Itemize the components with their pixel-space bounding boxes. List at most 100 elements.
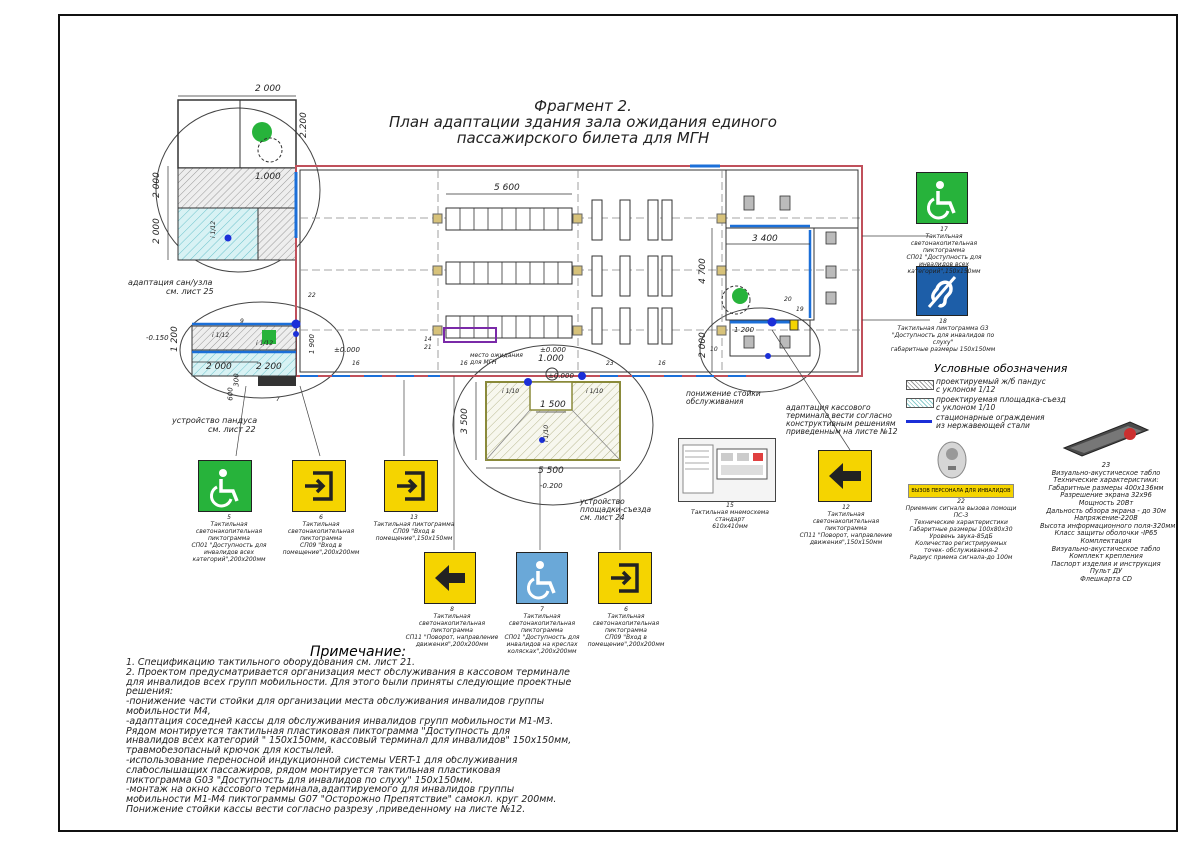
caption-6-l2: светонакопительная (287, 528, 355, 535)
caption-23-l1: Технические характеристики: (1053, 476, 1159, 485)
caption-5-l5: инвалидов всех (203, 549, 255, 556)
sign-wheelchair-green-17 (916, 172, 968, 224)
label-ramp-ref: см. лист 22 (208, 425, 256, 434)
call-button-icon (937, 441, 967, 479)
caption-17-l5: инвалидов всех (918, 261, 970, 268)
caption-sign-8: 8 Тактильная светонакопительная пиктогра… (400, 606, 504, 648)
caption-sign-13: 13 Тактильная пиктограмма СП09 "Вход в п… (366, 514, 462, 542)
caption-22-label: Приемник сигнала вызова помощи (905, 505, 1017, 512)
label-ramp-text: устройство пандуса (172, 416, 258, 425)
label-waiting: место ожидания для МГН (470, 352, 523, 366)
caption-12-l3: пиктограмма (825, 525, 867, 532)
note-line: 2. Проектом предусматривается организаци… (126, 667, 570, 678)
legend-swatch-platform (906, 398, 934, 408)
dim-2200: 2.200 (298, 112, 309, 138)
notes-body: 1. Спецификацию тактильного оборудования… (126, 658, 581, 815)
arrow-left-icon (435, 565, 465, 591)
caption-23-l12: Паспорт изделия и инструкция (1051, 559, 1161, 568)
caption-23-l13: Пульт ДУ (1089, 567, 1123, 576)
caption-22-l6: Количество регистрируемых (915, 540, 1007, 547)
ear-icon (927, 276, 957, 308)
caption-22-l5: Уровень звука-85дБ (929, 533, 993, 540)
label-cash-4: приведенным на листе №12 (786, 427, 898, 436)
dim-4700: 4 700 (697, 258, 708, 284)
note-line: мобильности М4, (126, 706, 211, 717)
legend-swatch-ramp (906, 380, 934, 390)
callout-7: 7 (276, 396, 280, 403)
caption-8-num: 8 (450, 606, 454, 613)
caption-17-l3: пиктограмма (923, 247, 965, 254)
mnemo-plan-thumbnail (682, 444, 768, 494)
dim-5500: 5 500 (538, 466, 564, 476)
sign-arrow-yellow-8 (424, 552, 476, 604)
dim-2200-ramp: 2 200 (256, 362, 282, 372)
callout-14: 14 (424, 336, 432, 343)
slope-exit-3: i 1/10 (543, 424, 551, 443)
tactile-mnemo-scheme (678, 438, 776, 502)
callout-10: 10 (710, 346, 718, 353)
sign-entry-yellow-6 (292, 460, 346, 512)
slope-ramp-2: i 1/12 (256, 340, 274, 347)
detail-circle-wc (155, 107, 321, 273)
level-0000-b: ±0.000 (540, 346, 566, 354)
note-line: 1. Спецификацию тактильного оборудования… (126, 658, 416, 668)
caption-6b-l1: Тактильная (607, 613, 645, 620)
caption-23-l9: Комплектация (1080, 536, 1132, 545)
caption-23-l10: Визуально-акустическое табло (1051, 544, 1161, 553)
caption-17-l1: Тактильная (925, 233, 963, 240)
dim-3500: 3 500 (459, 408, 470, 434)
dim-2000-right: 2 000 (697, 332, 708, 358)
caption-13-l3: помещение",150х150мм (375, 535, 453, 542)
caption-7-l2: светонакопительная (508, 620, 576, 627)
caption-7-l3: пиктограмма (521, 627, 563, 634)
caption-22-l7: точек- обслуживания-2 (923, 547, 999, 554)
caption-7-num: 7 (540, 606, 544, 613)
note-line: Понижение стойки кассы вести согласно ра… (126, 804, 526, 815)
level-minus-0150: -0.150 (146, 334, 169, 342)
label-waiting-text-2: для МГН (470, 359, 497, 366)
caption-22-l3: Технические характеристики (914, 519, 1008, 526)
legend-title: Условные обозначения (934, 362, 1068, 375)
label-ramp: устройство пандуса см. лист 22 (172, 416, 257, 434)
caption-12-l4: СП11 "Поворот, направление (799, 532, 893, 539)
caption-6-l1: Тактильная (302, 521, 340, 528)
call-button-plate: ВЫЗОВ ПЕРСОНАЛА ДЛЯ ИНВАЛИДОВ (908, 484, 1014, 498)
dim-5600: 5 600 (494, 183, 520, 193)
dim-1200-cash: 1 200 (734, 326, 755, 334)
note-line: -монтаж на окно кассового терминала,адап… (126, 785, 515, 796)
caption-18-num: 18 (939, 318, 947, 325)
detail-circle-cash (699, 307, 821, 393)
display-board-icon (1062, 421, 1150, 457)
callout-21: 21 (424, 344, 432, 351)
main-hall (294, 164, 863, 377)
caption-6-l4: СП09 "Вход в (300, 542, 342, 549)
caption-sign-6b: 6 Тактильная светонакопительная пиктогра… (580, 606, 672, 648)
caption-6b-num: 6 (624, 606, 628, 613)
note-line: пиктограмма G03 "Доступность для инвалид… (126, 775, 474, 786)
callout-22: 22 (308, 292, 316, 299)
sign-entry-yellow-13 (384, 460, 438, 512)
caption-mnemo: 15 Тактильная мнемосхема стандарт 610х41… (690, 502, 770, 530)
slope-exit-2: i 1/10 (586, 388, 604, 395)
caption-18-l4: габаритные размеры 150х150мм (890, 346, 996, 353)
slope-wc: i 1/12 (210, 220, 218, 239)
wheelchair-icon (209, 469, 239, 508)
callout-19: 19 (796, 306, 804, 313)
caption-17-l4: СП01 "Доступность для (906, 254, 982, 261)
note-line: слабослышащих пассажиров, рядом монтируе… (126, 765, 501, 776)
caption-mnemo-l1: Тактильная мнемосхема (691, 509, 769, 516)
callout-23: 23 (606, 360, 614, 367)
label-wc-text: адаптация сан/узла (128, 278, 213, 287)
entry-icon (305, 471, 333, 501)
legend-platform-l1: проектируемая площадка-съезд (936, 395, 1066, 404)
caption-7-l1: Тактильная (523, 613, 561, 620)
dim-3400: 3 400 (752, 234, 778, 244)
caption-23-num: 23 (1101, 461, 1111, 469)
note-line: -понижение части стойки для организации … (126, 697, 545, 707)
label-exit-area-ref: см. лист 24 (580, 513, 625, 522)
caption-6-l5: помещение",200х200мм (282, 549, 360, 556)
level-0000-c: ±0.000 (548, 372, 574, 380)
drawing-frame (58, 14, 1178, 832)
level-0000-a: ±0.000 (334, 346, 360, 354)
